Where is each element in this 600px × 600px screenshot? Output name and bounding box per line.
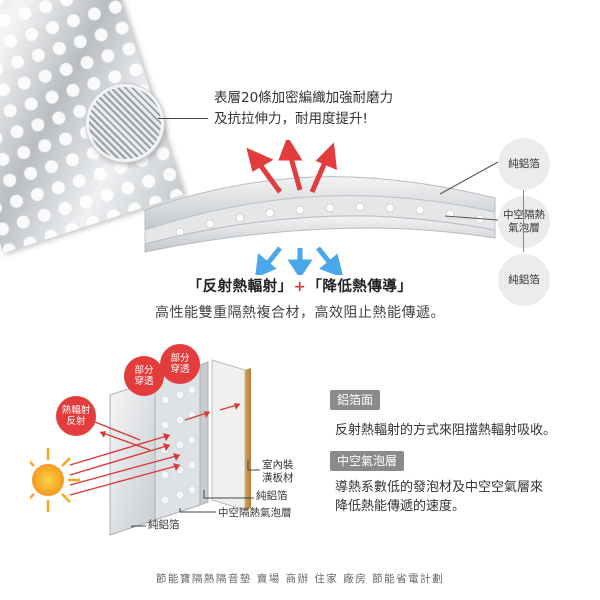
weave-zoom-circle	[86, 84, 164, 162]
composite-layer-illustration	[144, 140, 499, 275]
label-indoor-board: 室內裝 潢板材	[262, 459, 294, 484]
sun-icon	[30, 448, 80, 512]
label-foil-outer: 純鋁箔	[148, 519, 180, 531]
feature-desc-bubble: 導熱系數低的發泡材及中空空氣層來 降低熱能傳遞的速度。	[335, 480, 544, 514]
headline-part1: 「反射熱輻射」	[187, 279, 293, 295]
heat-transfer-diagram	[30, 359, 260, 536]
feature-desc-foil: 反射熱輻射的方式來阻擋熱輻射吸收。	[335, 423, 557, 438]
top-description-line2: 及抗拉伸力，耐用度提升!	[214, 111, 368, 127]
bubble-label-line2: 氣泡層	[508, 222, 540, 234]
layer-label-foil-top: 純鋁箔	[498, 138, 550, 190]
layer-label-bubble: 中空隔熱 氣泡層	[498, 196, 550, 248]
bubble-label-line1: 中空隔熱	[503, 209, 545, 221]
headline-part2: 「降低熱傳導」	[307, 279, 413, 295]
top-description: 表層20條加密編織加強耐磨力 及抗拉伸力，耐用度提升!	[214, 88, 393, 130]
layer-label-foil-bottom: 純鋁箔	[498, 254, 550, 306]
badge-heat-reflection: 熱輻射 反射	[56, 396, 96, 436]
subheadline: 高性能雙重隔熱複合材，高效阻止熱能傳遞。	[155, 305, 445, 321]
headline: 「反射熱輻射」+「降低熱傳導」	[0, 275, 600, 296]
label-bubble-layer: 中空隔熱氣泡層	[218, 507, 292, 519]
badge-partial-penetration-1: 部分 穿透	[124, 356, 164, 396]
footer-text: 節能寶隔熱隔音墊 賣場 商辦 住家 廠房 節能省電計劃	[155, 573, 445, 585]
feature-tag-bubble: 中空氣泡層	[330, 451, 405, 471]
top-description-line1: 表層20條加密編織加強耐磨力	[214, 90, 394, 106]
feature-tag-foil: 鋁箔面	[330, 390, 381, 410]
callout-line	[158, 118, 208, 119]
badge-partial-penetration-2: 部分 穿透	[160, 344, 200, 384]
headline-plus: +	[293, 279, 307, 295]
label-foil-inner: 純鋁箔	[256, 490, 288, 502]
connector-line	[523, 190, 524, 252]
